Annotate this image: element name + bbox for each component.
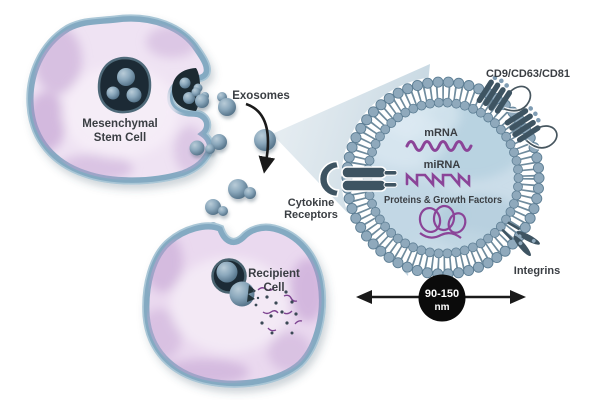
release-arrow [245, 102, 276, 174]
integrin-proteins [501, 221, 540, 257]
size-badge-range: 90-150 [425, 288, 459, 300]
proteins-label: Proteins & Growth Factors [384, 195, 502, 206]
exosome-sphere [205, 144, 215, 154]
exosome-sphere [205, 199, 221, 215]
stem-cell-label-line1: Mesenchymal [82, 118, 157, 130]
exosome-sphere [228, 179, 248, 199]
lipid-tails [349, 84, 537, 272]
released-cargo-dots [252, 289, 298, 335]
releasing-exosome [229, 281, 256, 307]
protein-knot [418, 204, 467, 239]
exosome-sphere [244, 187, 256, 199]
size-badge [418, 274, 466, 322]
mirna-strand [405, 171, 471, 189]
recipient-cell-label-line2: Cell [263, 282, 284, 294]
tetraspanin-proteins [476, 75, 559, 150]
released-cargo [257, 287, 303, 332]
size-arrow-right-head [510, 290, 526, 304]
exosome-sphere-apex [254, 129, 276, 151]
recipient-cell-label-line1: Recipient [248, 268, 300, 280]
exosome-sphere [195, 94, 209, 108]
uptaken-exosome [216, 261, 238, 283]
mirna-label: miRNA [424, 159, 461, 171]
cytokine-label-line2: Receptors [284, 209, 338, 221]
size-badge-unit: nm [435, 302, 450, 313]
mesenchymal-stem-cell [26, 14, 215, 185]
exosome-bite [247, 285, 256, 302]
recipient-cell [142, 222, 327, 388]
integrins-label: Integrins [514, 265, 560, 277]
tetraspanins-label: CD9/CD63/CD81 [486, 68, 570, 80]
cytokine-label-line1: Cytokine [288, 197, 334, 209]
size-indicator: 90-150 nm [356, 274, 526, 322]
stem-cell-label-line2: Stem Cell [94, 132, 146, 144]
exosome-sphere [211, 134, 227, 150]
size-arrow-left-head [356, 290, 372, 304]
mrna-strand [405, 140, 473, 152]
exosome-sphere [218, 206, 228, 216]
cytokine-receptor-protein [318, 160, 398, 198]
exosomes-label: Exosomes [232, 90, 290, 102]
exosome-sphere [191, 87, 201, 97]
mrna-label: mRNA [424, 127, 458, 139]
multivesicular-body [97, 56, 152, 114]
exosome-sphere [189, 140, 205, 156]
exosome-sphere [218, 98, 236, 116]
